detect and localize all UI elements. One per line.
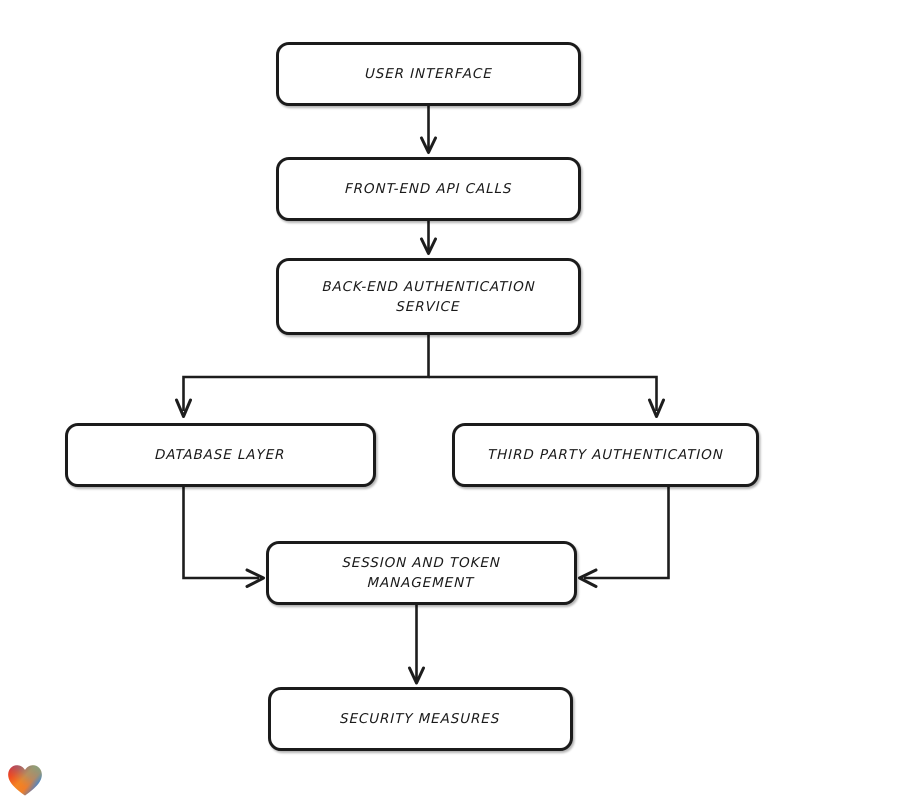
node-database-layer[interactable]: Database Layer [65,423,376,487]
edge-session-to-security [408,605,425,685]
node-third-party-authentication[interactable]: Third Party Authentication [452,423,759,487]
node-label: Session and Token Management [342,555,502,591]
node-label: Front-End API Calls [344,181,513,197]
node-user-interface[interactable]: User Interface [276,42,581,106]
node-label: User Interface [364,66,493,82]
edge-db-to-session [182,487,265,588]
node-label: Third Party Authentication [487,447,724,463]
edge-third-to-session [578,487,670,588]
node-label: Back-End Authentication Service [321,278,536,315]
gradient-heart-icon [8,765,42,796]
edge-ui-to-api [420,106,437,154]
node-session-and-token-management[interactable]: Session and Token Management [266,541,577,605]
node-label: Database Layer [155,447,286,463]
edge-api-to-backend [420,221,437,255]
node-back-end-authentication-service[interactable]: Back-End Authentication Service [276,258,581,335]
node-label: Security Measures [340,711,501,727]
node-security-measures[interactable]: Security Measures [268,687,573,751]
edge-backend-split [175,335,665,418]
node-front-end-api-calls[interactable]: Front-End API Calls [276,157,581,221]
